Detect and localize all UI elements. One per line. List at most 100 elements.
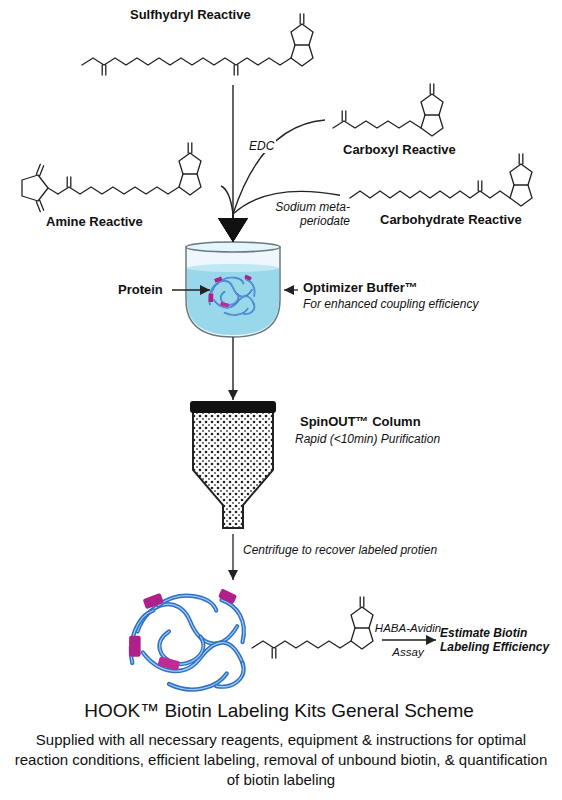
spin-column <box>193 412 273 528</box>
double-bond <box>36 164 40 174</box>
biotin-ring <box>179 153 201 174</box>
double-bond <box>70 177 71 187</box>
biotin-ring <box>291 45 313 66</box>
double-bond <box>237 65 238 75</box>
node-label: Carboxyl Reactive <box>343 142 456 158</box>
biotin-ring <box>351 607 373 628</box>
double-bond <box>234 65 235 75</box>
double-bond <box>345 111 346 121</box>
ribbon-highlight <box>220 277 243 283</box>
node-label: Amine Reactive <box>46 214 143 230</box>
double-bond <box>67 177 68 187</box>
ribbon-highlight <box>246 279 255 296</box>
leader-arrow <box>172 289 210 290</box>
double-bond <box>300 14 301 24</box>
annotation: Protein <box>118 282 163 298</box>
helix <box>220 302 229 308</box>
double-bond <box>275 648 276 658</box>
nhs-ring <box>22 175 48 201</box>
reagent-group: Carboxyl Reactive <box>325 80 490 160</box>
tube-rim <box>186 242 280 252</box>
annotation: Centrifuge to recover labeled protien <box>243 543 437 557</box>
connector <box>221 186 233 242</box>
double-bond <box>188 143 189 153</box>
ribbon-highlight <box>244 304 255 313</box>
biotin-ring <box>421 115 443 136</box>
biotin-ring <box>179 174 201 195</box>
biotin-ring <box>291 24 313 45</box>
linker-chain <box>58 187 179 194</box>
node-label: Optimizer Buffer™ <box>303 280 418 296</box>
node-label: Carbohydrate Reactive <box>380 212 522 228</box>
annotation: Assay <box>385 646 431 660</box>
ribbon-strand <box>159 596 217 611</box>
ribbon-strand <box>222 600 244 642</box>
ribbon-strand <box>246 279 255 296</box>
biotin-ring <box>510 164 532 185</box>
linker-chain <box>252 641 351 648</box>
double-bond <box>303 14 304 24</box>
double-bond <box>478 181 479 191</box>
buffer-liquid <box>187 268 279 335</box>
helix <box>143 593 164 609</box>
node-label: Sulfhydryl Reactive <box>130 7 251 23</box>
annotation: Estimate Biotin Labeling Efficiency <box>440 626 556 655</box>
linker-chain <box>82 58 291 65</box>
ribbon-strand <box>216 663 243 687</box>
liquid-surface <box>187 264 279 272</box>
caption: Supplied with all necessary reagents, eq… <box>10 730 552 790</box>
ribbon-strand <box>244 304 255 313</box>
ribbon-strand <box>220 277 243 283</box>
reagent-group: Carbohydrate Reactive <box>340 140 560 232</box>
connector <box>232 337 233 400</box>
node-label: SpinOUT™ Column <box>300 414 421 430</box>
ribbon-strand <box>209 283 218 304</box>
ribbon-highlight <box>216 663 243 687</box>
helix <box>157 656 180 671</box>
ribbon-highlight <box>209 283 218 304</box>
double-bond <box>272 648 273 658</box>
annotation: HABA-Avidin <box>372 622 444 636</box>
ribbon-highlight <box>159 596 217 611</box>
double-bond <box>481 181 482 191</box>
tube <box>186 247 280 337</box>
bond <box>48 188 58 194</box>
reagent-group: Sulfhydryl Reactive <box>70 5 360 85</box>
double-bond <box>191 143 192 153</box>
helix <box>214 276 223 283</box>
biotin-ring <box>351 628 373 649</box>
linker-chain <box>350 191 510 198</box>
reaction-tube: Optimizer Buffer™For enhanced coupling e… <box>183 242 283 337</box>
helix <box>209 293 214 301</box>
ribbon-highlight <box>222 600 244 642</box>
protein-ribbon <box>129 588 244 689</box>
leader-arrow <box>284 289 298 290</box>
double-bond <box>40 200 44 210</box>
node-note: For enhanced coupling efficiency <box>303 297 478 311</box>
double-bond <box>433 84 434 94</box>
double-bond <box>342 111 343 121</box>
edge-label: Sodium meta-periodate <box>262 200 352 229</box>
title: HOOK™ Biotin Labeling Kits General Schem… <box>0 700 560 723</box>
edge-label: EDC <box>247 139 276 153</box>
reagent-group: Amine Reactive <box>6 140 221 232</box>
double-bond <box>363 597 364 607</box>
biotin-ring <box>510 185 532 206</box>
helix <box>129 636 141 657</box>
double-bond <box>36 202 40 212</box>
helix <box>218 588 237 604</box>
double-bond <box>430 84 431 94</box>
double-bond <box>105 65 106 75</box>
flow-arrow <box>232 534 233 580</box>
protein-ribbon <box>209 275 255 315</box>
double-bond <box>522 154 523 164</box>
helix <box>244 275 252 281</box>
column-cap <box>190 401 276 413</box>
double-bond <box>360 597 361 607</box>
spin-column-box: SpinOUT™ ColumnRapid (<10min) Purificati… <box>188 400 278 530</box>
double-bond <box>40 166 44 176</box>
double-bond <box>102 65 103 75</box>
